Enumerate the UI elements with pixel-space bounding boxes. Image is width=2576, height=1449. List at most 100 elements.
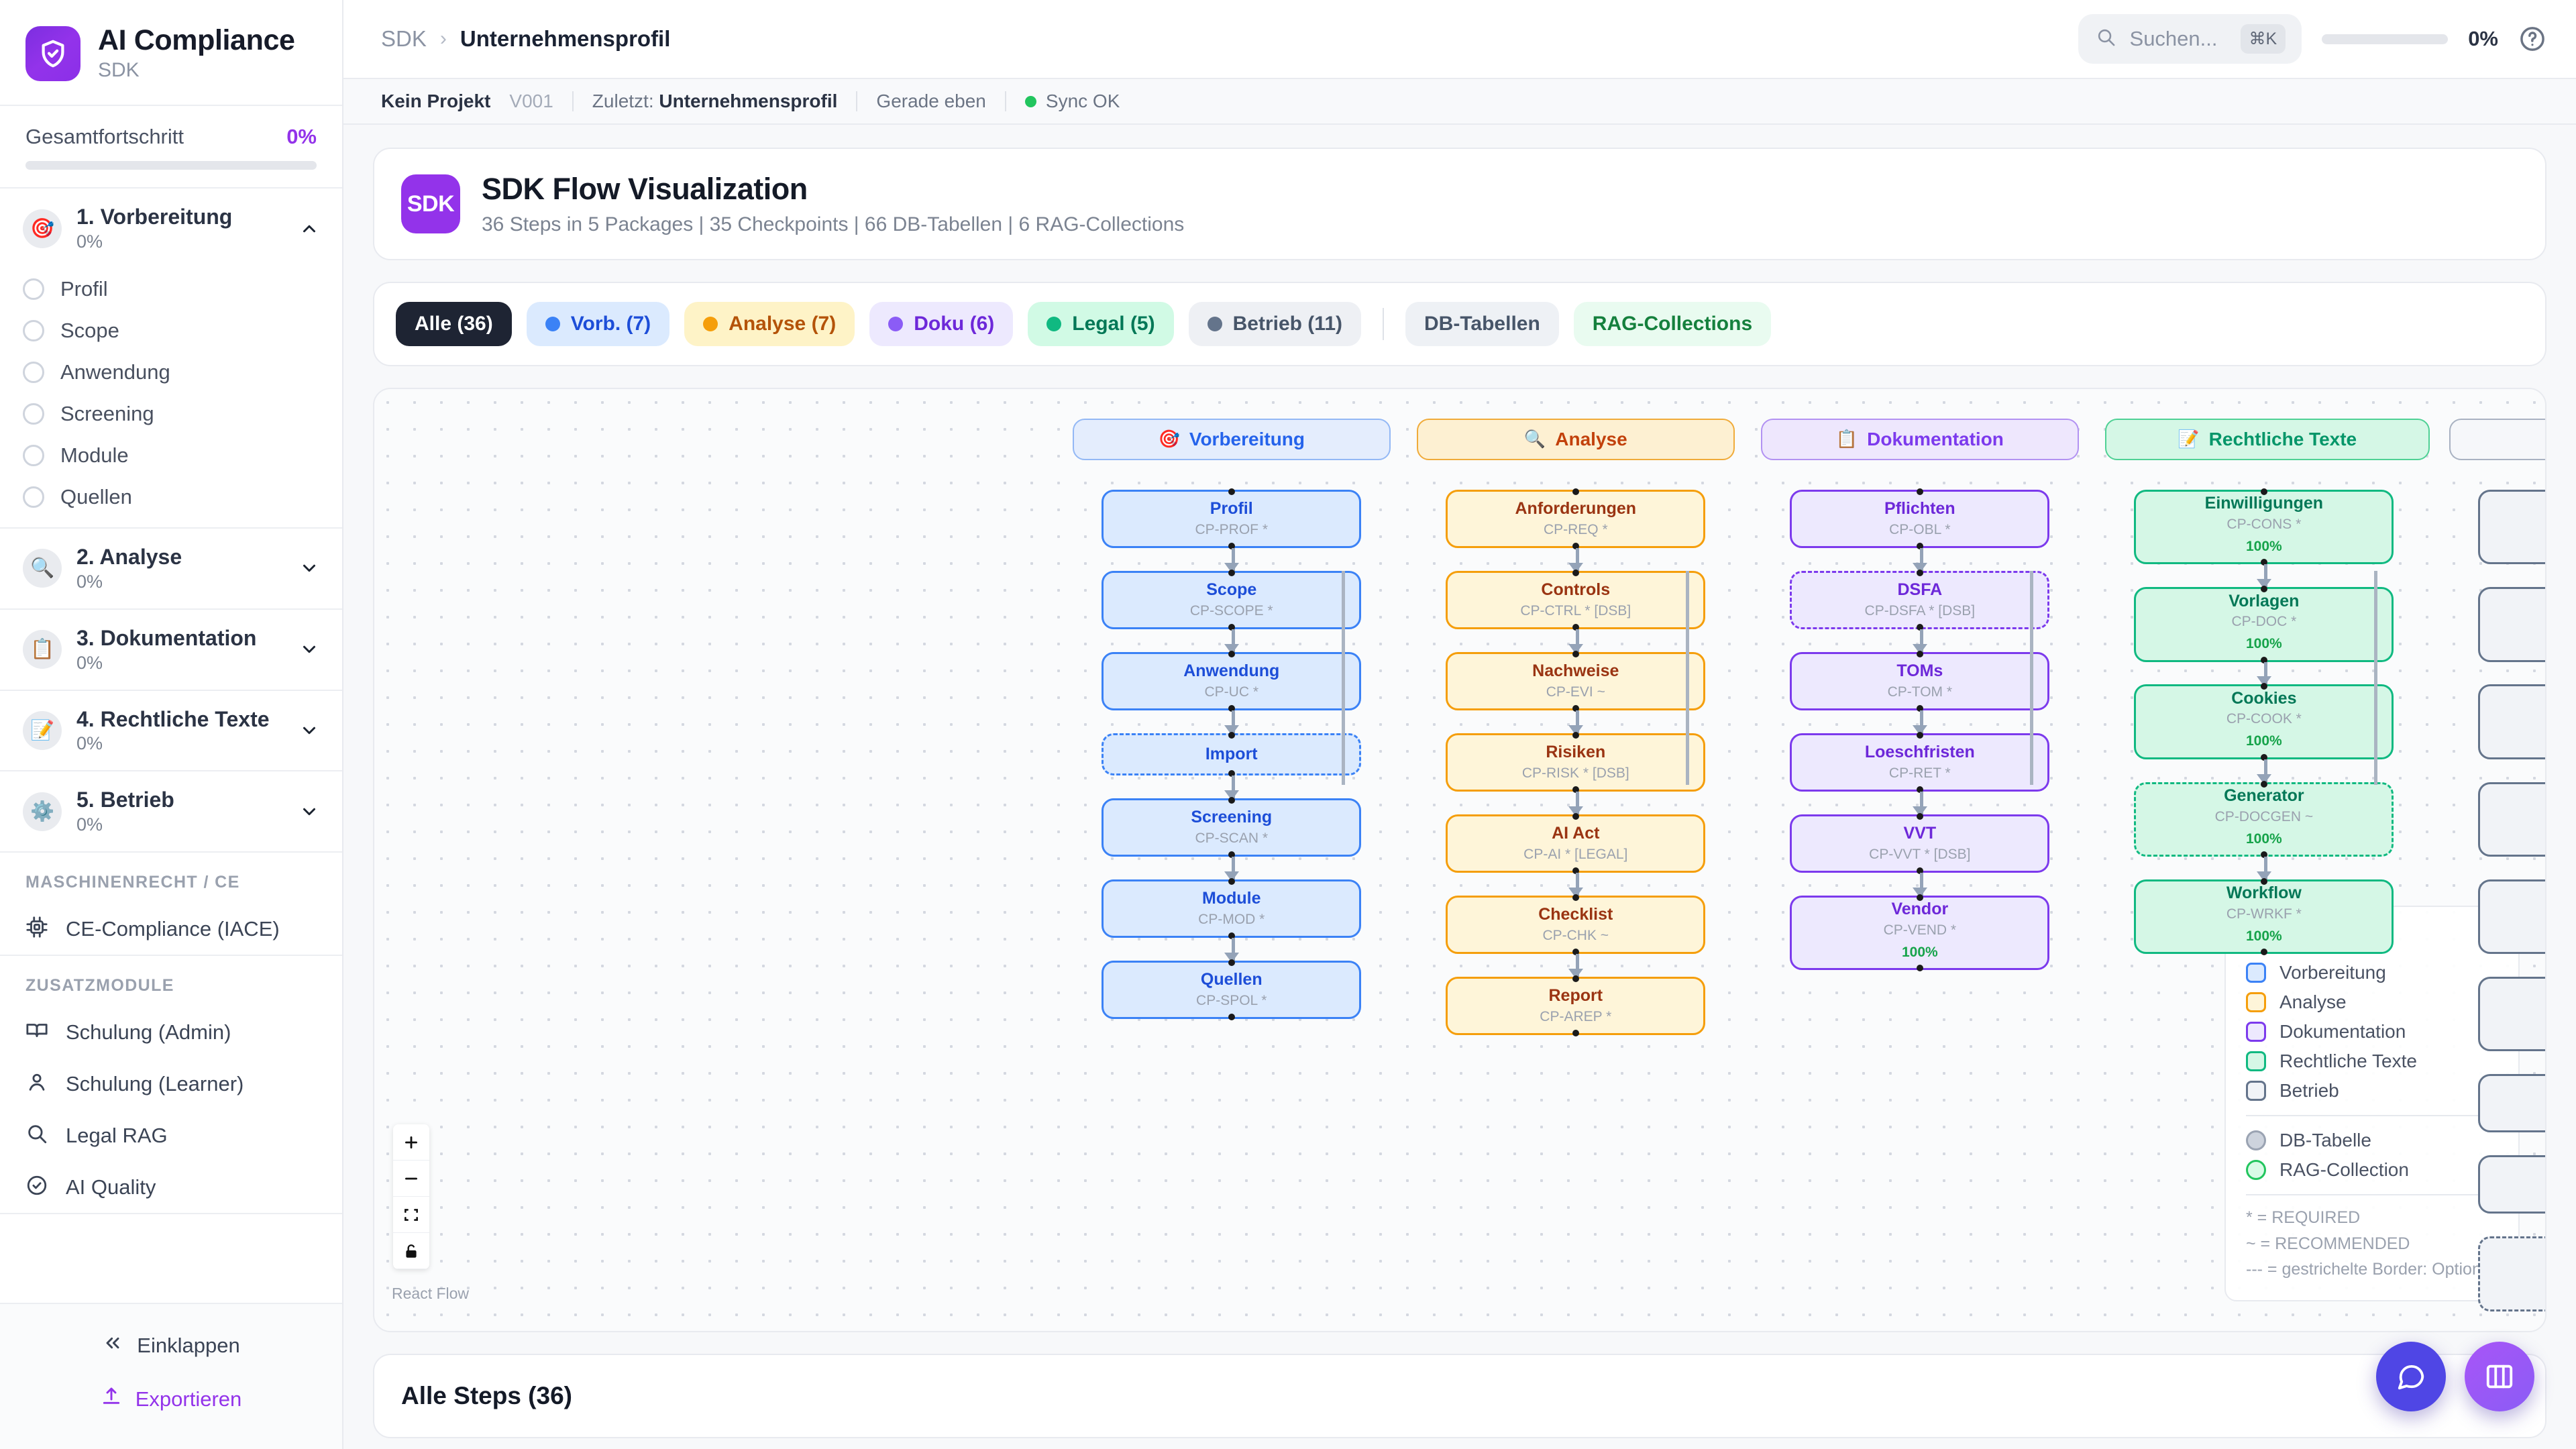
node-handle-top[interactable] xyxy=(1228,651,1235,658)
node-handle-bottom[interactable] xyxy=(1572,867,1579,875)
node-handle-bottom[interactable] xyxy=(1228,624,1235,631)
step-status-radio[interactable] xyxy=(23,319,44,341)
node-handle-bottom[interactable] xyxy=(2260,949,2267,956)
filter-chip-6[interactable]: DB-Tabellen xyxy=(1405,302,1559,346)
node-handle-bottom[interactable] xyxy=(1916,543,1923,550)
question-circle-icon[interactable] xyxy=(2518,25,2546,53)
node-handle-top[interactable] xyxy=(2260,488,2267,496)
sidebar-link-ai-quality[interactable]: AI Quality xyxy=(0,1161,342,1213)
node-handle-top[interactable] xyxy=(1916,570,1923,577)
flow-node-eskalationen[interactable]: EskalationenCP-ESC *100% xyxy=(2478,587,2545,662)
lock-toggle-button[interactable] xyxy=(393,1233,429,1269)
zoom-out-button[interactable] xyxy=(393,1161,429,1197)
sidebar-item-scope[interactable]: Scope xyxy=(0,310,342,352)
node-handle-bottom[interactable] xyxy=(1572,786,1579,794)
flow-node-dsr[interactable]: DSRCP-DSR *100% xyxy=(2478,490,2545,565)
node-handle-top[interactable] xyxy=(2260,586,2267,593)
node-handle-bottom[interactable] xyxy=(1916,867,1923,875)
chevron-down-icon[interactable] xyxy=(299,639,319,659)
node-handle-bottom[interactable] xyxy=(1572,705,1579,712)
node-handle-bottom[interactable] xyxy=(2260,753,2267,761)
breadcrumb-root[interactable]: SDK xyxy=(381,26,427,51)
node-handle-bottom[interactable] xyxy=(2260,656,2267,663)
chat-assistant-button[interactable] xyxy=(2376,1342,2446,1411)
node-handle-bottom[interactable] xyxy=(1916,705,1923,712)
step-status-radio[interactable] xyxy=(23,361,44,383)
node-handle-top[interactable] xyxy=(1916,488,1923,496)
filter-chip-4[interactable]: Legal (5) xyxy=(1028,302,1174,346)
chevron-down-icon[interactable] xyxy=(299,558,319,578)
node-handle-top[interactable] xyxy=(1228,488,1235,496)
node-handle-bottom[interactable] xyxy=(2260,851,2267,858)
node-handle-bottom[interactable] xyxy=(1572,1030,1579,1037)
collapse-sidebar-button[interactable]: Einklappen xyxy=(0,1319,342,1373)
flow-node-notfallplan[interactable]: NotfallplanCP-NOTF *100% xyxy=(2478,782,2545,857)
node-handle-bottom[interactable] xyxy=(1228,705,1235,712)
node-handle-top[interactable] xyxy=(1228,877,1235,885)
flow-node-consent-mgmt[interactable]: Consent MgmtCP-CMGMT *100% xyxy=(2478,684,2545,759)
node-handle-top[interactable] xyxy=(1228,796,1235,804)
sidebar-item-module[interactable]: Module xyxy=(0,435,342,476)
sidebar-link-legal-rag[interactable]: Legal RAG xyxy=(0,1110,342,1161)
fit-view-button[interactable] xyxy=(393,1197,429,1233)
node-handle-bottom[interactable] xyxy=(1572,624,1579,631)
flow-node-sec-backlog[interactable]: Sec-BacklogCP-SEC ~100% xyxy=(2478,1236,2545,1311)
sidebar-item-screening[interactable]: Screening xyxy=(0,393,342,435)
sidebar-link-schulung-learner[interactable]: Schulung (Learner) xyxy=(0,1058,342,1110)
node-handle-bottom[interactable] xyxy=(1228,769,1235,777)
step-status-radio[interactable] xyxy=(23,402,44,425)
node-handle-bottom[interactable] xyxy=(1228,932,1235,939)
panel-toggle-button[interactable] xyxy=(2465,1342,2534,1411)
node-handle-top[interactable] xyxy=(1572,488,1579,496)
flow-node-training[interactable]: TrainingCP-TRAIN * xyxy=(2478,1155,2545,1214)
node-handle-top[interactable] xyxy=(1228,959,1235,966)
node-handle-bottom[interactable] xyxy=(2260,559,2267,566)
filter-chip-3[interactable]: Doku (6) xyxy=(869,302,1014,346)
flow-node-incidents[interactable]: IncidentsCP-INC *100% xyxy=(2478,879,2545,955)
node-handle-top[interactable] xyxy=(1572,732,1579,739)
flow-node-whistleblower[interactable]: WhistleblowerCP-WB *100% xyxy=(2478,977,2545,1052)
node-handle-top[interactable] xyxy=(2260,877,2267,885)
chevron-up-icon[interactable] xyxy=(299,219,319,239)
sidebar-item-profil[interactable]: Profil xyxy=(0,268,342,310)
node-handle-bottom[interactable] xyxy=(1228,851,1235,858)
filter-chip-1[interactable]: Vorb. (7) xyxy=(526,302,670,346)
node-handle-top[interactable] xyxy=(1572,570,1579,577)
node-handle-bottom[interactable] xyxy=(1916,624,1923,631)
node-handle-top[interactable] xyxy=(1572,894,1579,902)
sidebar-item-anwendung[interactable]: Anwendung xyxy=(0,352,342,393)
filter-chip-0[interactable]: Alle (36) xyxy=(396,302,512,346)
node-handle-bottom[interactable] xyxy=(1572,949,1579,956)
step-status-radio[interactable] xyxy=(23,486,44,508)
node-handle-bottom[interactable] xyxy=(1228,1013,1235,1020)
node-handle-top[interactable] xyxy=(1916,894,1923,902)
node-handle-top[interactable] xyxy=(2260,780,2267,788)
sidebar-link-ce-compliance[interactable]: CE-Compliance (IACE) xyxy=(0,903,342,955)
flow-canvas[interactable]: React Flow Legende VorbereitungAnalyseDo… xyxy=(373,388,2546,1332)
chevron-down-icon[interactable] xyxy=(299,802,319,822)
